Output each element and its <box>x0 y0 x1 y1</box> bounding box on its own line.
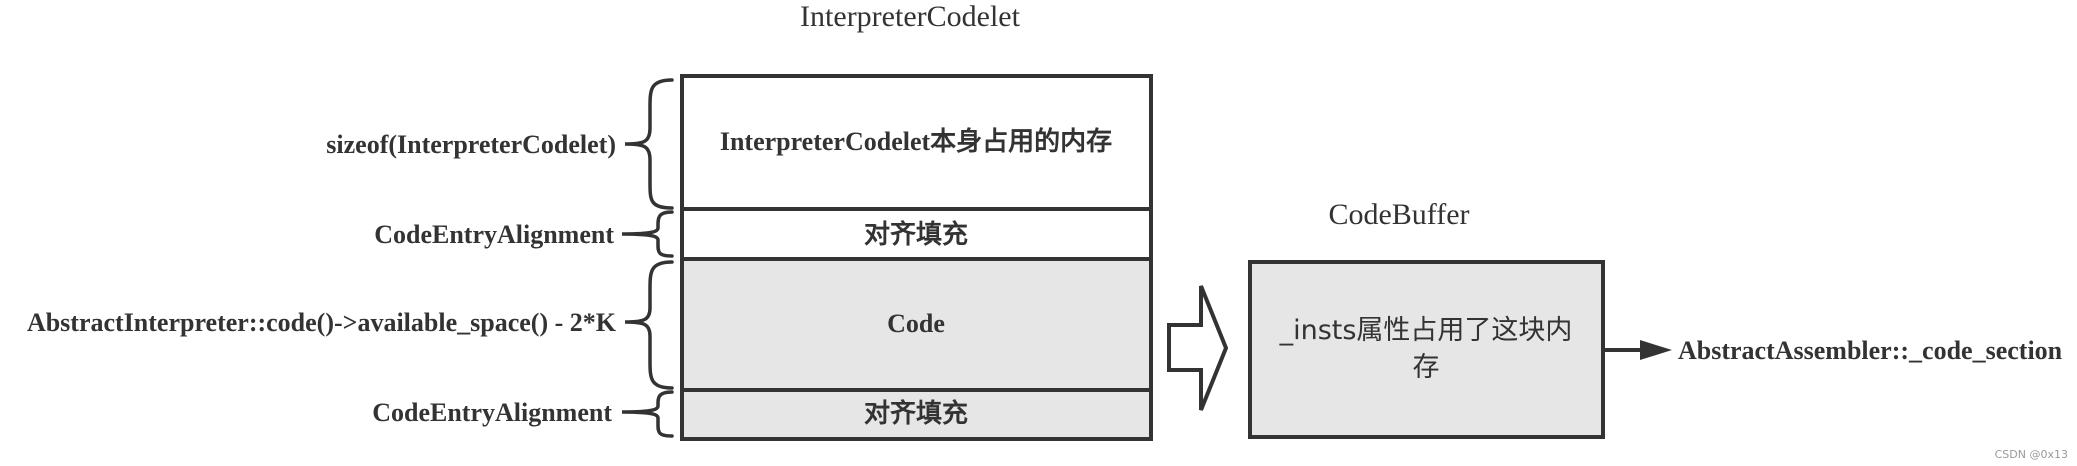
stack-padding-block-2 <box>680 388 1153 441</box>
watermark: CSDN @0x13 <box>1995 448 2068 461</box>
alignment-annotation-2: CodeEntryAlignment <box>372 398 612 427</box>
code-buffer-text-line-2: 存 <box>1413 352 1440 383</box>
code-buffer-title: CodeBuffer <box>1328 198 1469 231</box>
code-buffer-text-line-1: _insts属性占用了这块内 <box>1279 315 1573 346</box>
target-label: AbstractAssembler::_code_section <box>1678 336 2063 365</box>
available-space-annotation: AbstractInterpreter::code()->available_s… <box>27 308 617 337</box>
code-buffer-box <box>1248 260 1605 439</box>
stack-code-label: Code <box>887 309 945 338</box>
stack-padding-label-2: 对齐填充 <box>864 398 968 428</box>
brace-available <box>624 260 674 390</box>
brace-sizeof <box>624 78 674 210</box>
stack-code-block <box>680 257 1153 392</box>
stack-header-label: InterpreterCodelet本身占用的内存 <box>720 126 1112 156</box>
stack-padding-label-1: 对齐填充 <box>864 219 968 249</box>
brace-align-2 <box>621 390 674 438</box>
sizeof-annotation: sizeof(InterpreterCodelet) <box>326 130 616 159</box>
stack-header-block <box>680 74 1153 211</box>
arrow-head <box>1640 340 1672 360</box>
alignment-annotation-1: CodeEntryAlignment <box>374 220 614 249</box>
hollow-arrow <box>1167 285 1229 411</box>
brace-align-1 <box>621 210 674 258</box>
memory-stack <box>680 74 1153 441</box>
interpreter-codelet-title: InterpreterCodelet <box>800 0 1021 33</box>
